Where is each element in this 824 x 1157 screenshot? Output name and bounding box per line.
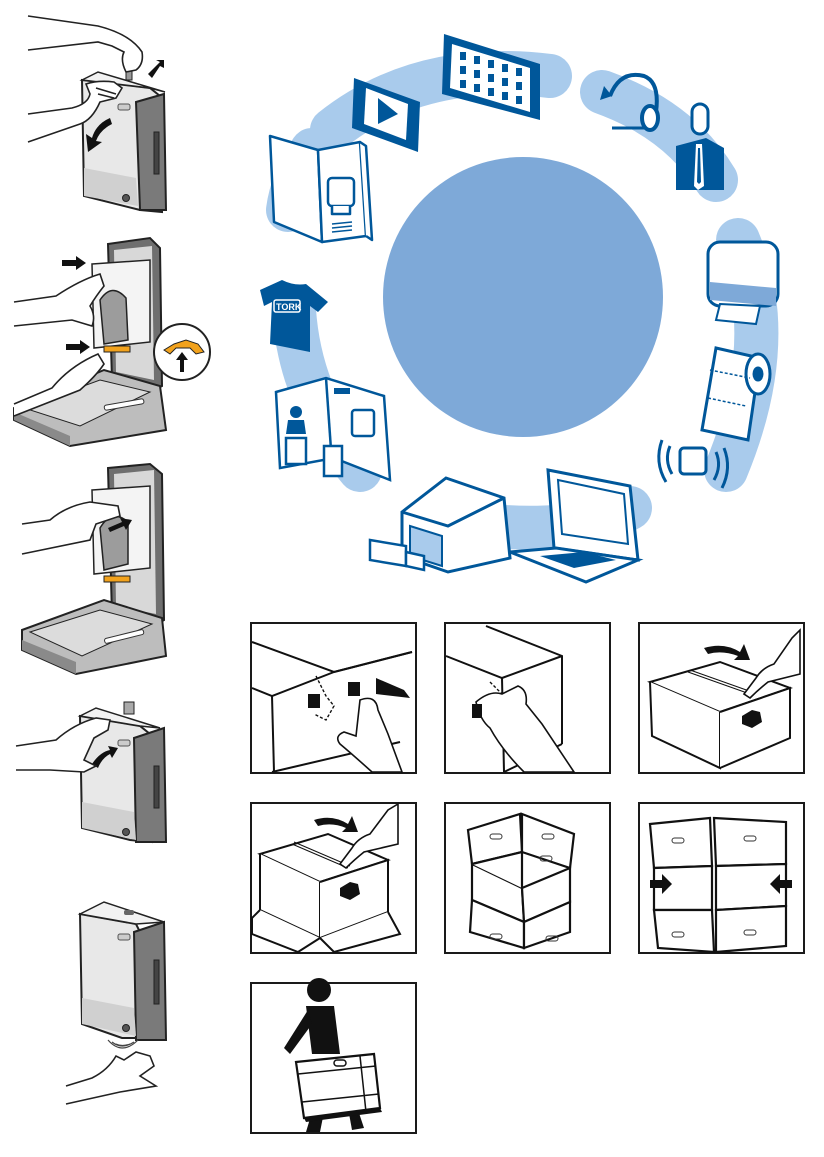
box-step-6 [638, 802, 805, 954]
dispenser-open-body [21, 462, 168, 676]
dispenser-step-4 [15, 701, 168, 844]
box-step-7 [250, 978, 417, 1134]
laptop-icon [509, 468, 644, 584]
arrow-curve-icon [314, 816, 358, 832]
handle-cutout [348, 682, 360, 696]
video-play-icon [352, 78, 420, 152]
sensor-icon [657, 439, 729, 489]
flat-box-icon [294, 1052, 382, 1122]
dispenser-step-3 [21, 462, 168, 676]
handle-cutout [472, 704, 482, 718]
hand-icon [15, 717, 111, 773]
businessman-icon [676, 102, 724, 190]
box-step-1 [250, 622, 417, 774]
warehouse-truck-icon [368, 476, 512, 574]
center-circle [383, 157, 663, 437]
handle-cutout [742, 710, 762, 728]
box-step-5 [444, 802, 611, 954]
hand-icon [338, 802, 399, 870]
arrow-right-icon [650, 874, 672, 894]
dispenser-step-2 [13, 236, 211, 448]
hand-icon [13, 273, 105, 417]
pump-detail-icon [153, 323, 211, 381]
hand-icon [21, 501, 121, 555]
hand-icon [336, 697, 404, 773]
arrow-curve-icon [704, 644, 750, 660]
arrow-up-icon [92, 746, 118, 768]
service-wheel: TORK [260, 34, 780, 584]
dispenser-body [79, 71, 168, 214]
arrow-right-icon [62, 256, 86, 270]
box-step-2 [444, 622, 611, 774]
arrow-left-icon [770, 874, 792, 894]
dispenser-steps-column [0, 0, 230, 1157]
box-step-4 [250, 802, 417, 954]
sensor-waves-icon [107, 1039, 139, 1049]
arrow-curve-icon [148, 60, 164, 78]
dispenser-body [77, 701, 168, 844]
hand-icon [65, 1051, 159, 1105]
dispenser-body [77, 901, 168, 1041]
dispenser-step-5 [65, 901, 168, 1105]
arrow-down-icon [86, 118, 112, 152]
handle-cutout [340, 882, 360, 900]
brochure-icon [268, 134, 374, 244]
handle-cutout [308, 694, 320, 708]
headset-icon [600, 73, 660, 132]
person-icon [284, 978, 364, 1132]
dispenser-open-body [13, 236, 168, 448]
arrow-right-icon [66, 340, 90, 354]
hand-icon [27, 15, 144, 143]
arrow-right-icon [108, 518, 132, 532]
exhibition-booth-icon [274, 376, 392, 482]
tablet-icon [442, 34, 540, 120]
hand-icon [742, 628, 801, 700]
paper-roll-icon [700, 346, 772, 442]
arrow-up-icon [176, 352, 188, 372]
brand-logo-text: TORK [276, 302, 302, 312]
arrow-left-icon [376, 678, 410, 698]
box-step-3 [638, 622, 805, 774]
dispenser-step-1 [27, 15, 168, 214]
tshirt-icon: TORK [260, 280, 328, 352]
hand-icon [475, 685, 576, 773]
towel-dispenser-icon [706, 240, 780, 326]
